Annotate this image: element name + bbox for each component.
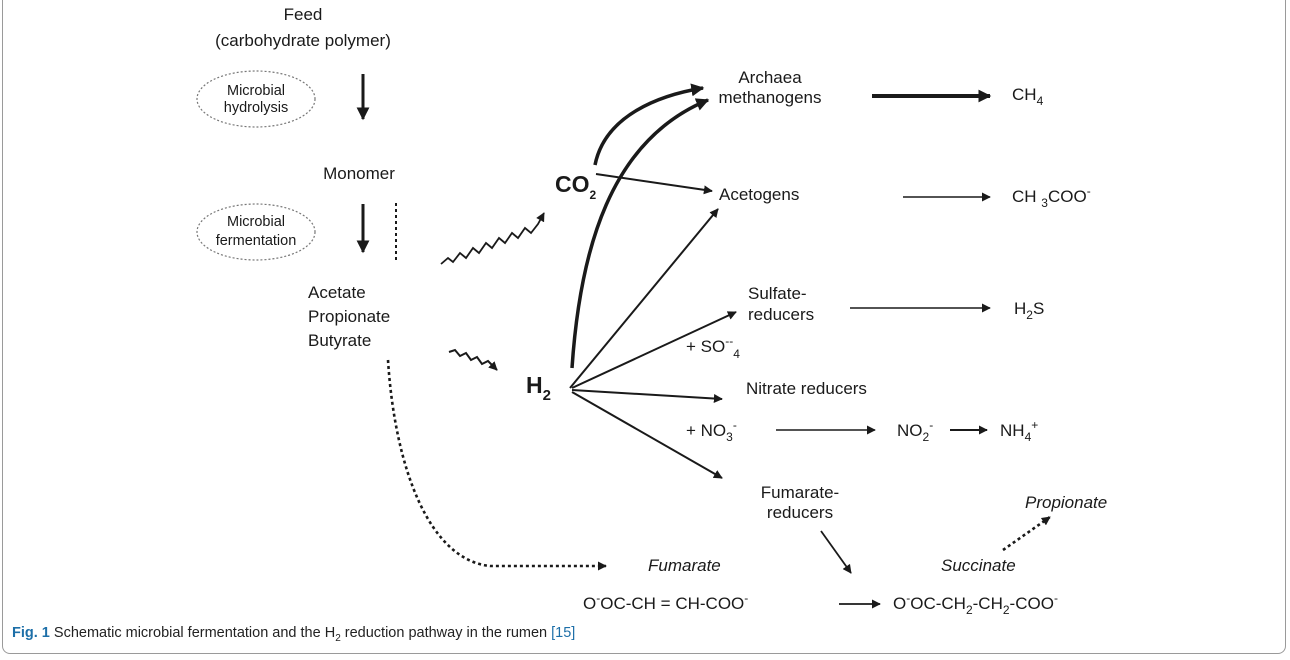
h2-wavy-arrow — [448, 348, 498, 371]
archaea-label-1: Archaea — [738, 68, 802, 87]
fermentation-ellipse — [196, 203, 316, 261]
nitrate-reducers-label: Nitrate reducers — [746, 379, 867, 398]
nitrite-ion-label: NO2- — [897, 418, 933, 444]
fumarate-reducers-to-succinate-arrow — [820, 530, 852, 574]
co2-to-archaea-arrow — [593, 83, 705, 166]
co2-to-acetogens-arrow — [595, 173, 713, 195]
caption-subscript: 2 — [335, 632, 341, 644]
h2-to-fumarate-arrow — [571, 391, 723, 479]
acetate-ion-label: CH 3COO- — [1012, 184, 1091, 210]
fumarate-label: Fumarate — [648, 556, 721, 575]
co2-wavy-arrow — [440, 212, 545, 265]
archaea-label-2: methanogens — [718, 88, 821, 107]
h2-to-archaea-arrow — [570, 98, 710, 369]
vfa-acetate: Acetate — [308, 283, 366, 302]
caption-label: Fig. 1 — [12, 625, 50, 641]
monomer-label: Monomer — [323, 164, 395, 183]
fumarate-formula: O-OC-CH = CH-COO- — [583, 591, 748, 613]
ammonium-ion-label: NH4+ — [1000, 418, 1038, 444]
succinate-formula: O-OC-CH2-CH2-COO- — [893, 591, 1058, 617]
hydrolysis-ellipse — [196, 70, 316, 128]
feed-label: Feed — [284, 5, 323, 24]
fermentation-label-2: fermentation — [216, 233, 297, 249]
caption-text-2: reduction pathway in the rumen — [340, 625, 552, 641]
caption-text-1: Schematic microbial fermentation and the… — [49, 625, 336, 641]
hydrolysis-label-2: hydrolysis — [224, 100, 288, 116]
h2s-label: H2S — [1014, 299, 1044, 322]
sulfate-ion-label: + SO--4 — [686, 334, 740, 361]
h2-to-acetogens-arrow — [569, 208, 719, 389]
fumarate-reducers-label-1: Fumarate- — [761, 483, 839, 502]
vfa-butyrate: Butyrate — [308, 331, 371, 350]
succinate-to-propionate-arrow — [1002, 515, 1051, 552]
nitrate-ion-label: + NO3- — [686, 418, 737, 444]
fumarate-reducers-label-2: reducers — [767, 503, 833, 522]
succinate-label: Succinate — [941, 556, 1016, 575]
figure-caption: Fig. 1 Schematic microbial fermentation … — [12, 625, 575, 644]
h2-label: H2 — [526, 372, 551, 404]
caption-reference-link[interactable]: [15] — [551, 625, 576, 641]
hydrolysis-label-1: Microbial — [227, 83, 285, 99]
propionate-output-label: Propionate — [1025, 493, 1107, 512]
fermentation-label-1: Microbial — [227, 214, 285, 230]
h2-to-nitrate-arrow — [571, 389, 723, 404]
sulfate-label-2: reducers — [748, 305, 814, 324]
ch4-label: CH4 — [1012, 85, 1044, 108]
h2-to-sulfate-arrow — [571, 311, 737, 389]
sulfate-label-1: Sulfate- — [748, 284, 807, 303]
pathway-diagram: Feed (carbohydrate polymer) Microbial hy… — [196, 5, 1107, 617]
vfa-to-fumarate-dotted-arrow — [386, 359, 607, 571]
acetogens-label: Acetogens — [719, 185, 799, 204]
co2-label: CO2 — [555, 171, 597, 202]
vfa-propionate: Propionate — [308, 307, 390, 326]
feed-sublabel: (carbohydrate polymer) — [215, 31, 391, 50]
